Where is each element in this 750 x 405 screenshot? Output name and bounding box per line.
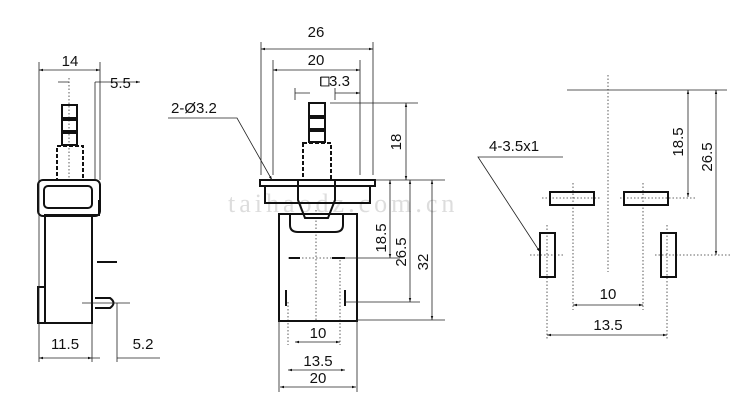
dim-body-width: 20 [310, 370, 327, 387]
dim-overall: 26 [308, 24, 325, 41]
pad-callout: 4-3.5x1 [489, 138, 539, 155]
dim-flange: 20 [308, 52, 325, 69]
pad [660, 232, 677, 278]
dim-outer: 13.5 [593, 317, 622, 334]
dim-row2: 26.5 [699, 142, 716, 171]
dim-body-height: 32 [415, 254, 432, 271]
side-view: 14 5.5 11.5 5.2 [37, 53, 160, 362]
dim-plunger-offset: 5.5 [110, 75, 131, 92]
dim-width: 14 [62, 53, 79, 70]
dim-bottom-left: 11.5 [51, 336, 79, 353]
footprint-view: 4-3.5x1 18.5 26.5 10 13.5 [477, 75, 730, 340]
dim-plunger: □3.3 [320, 73, 350, 90]
mount-holes-callout: 2-Ø3.2 [171, 100, 217, 117]
front-view: 26 20 □3.3 2-Ø3.2 18 18.5 26.5 32 10 13.… [168, 24, 445, 392]
dim-inner: 10 [600, 286, 617, 303]
dim-pin-spacing-outer: 13.5 [303, 353, 332, 370]
dim-pin-row1: 18.5 [373, 223, 390, 252]
pad [549, 191, 595, 206]
dim-bottom-right: 5.2 [133, 336, 154, 353]
dim-row1: 18.5 [670, 127, 687, 156]
pad [623, 191, 669, 206]
dim-pin-spacing-inner: 10 [310, 325, 327, 342]
dim-pin-row2: 26.5 [393, 237, 410, 266]
pad [539, 232, 556, 278]
dim-plunger-height: 18 [388, 134, 405, 151]
